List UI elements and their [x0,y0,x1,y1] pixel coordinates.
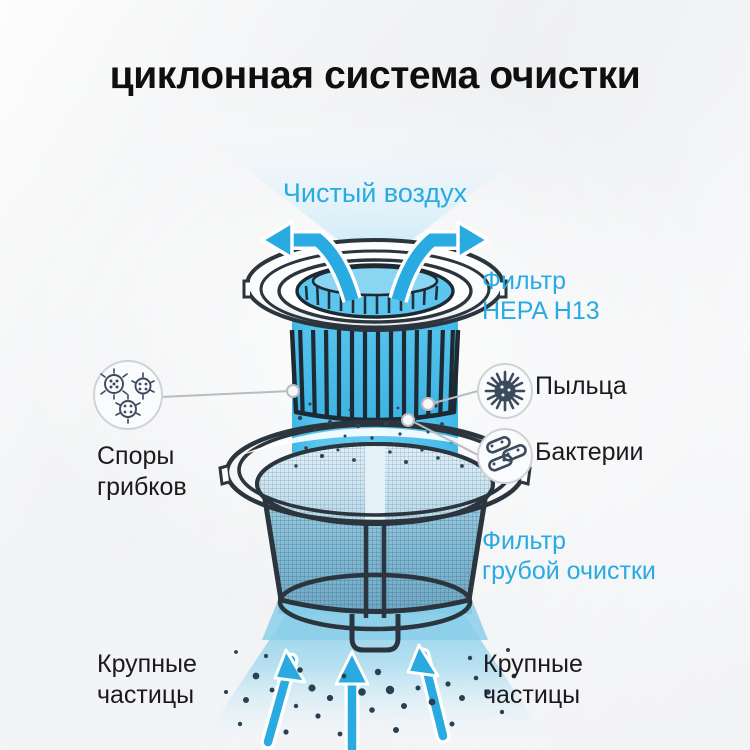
arrow-up-icon [406,643,440,678]
arrow-up-icon [273,648,307,684]
clean-air-cone [190,126,560,268]
label-pollen: Пыльца [535,372,627,400]
fungal-spores-icon [93,360,163,430]
clean-air-arrows [260,220,490,303]
hepa-filter-unit [242,238,508,423]
intake-arrows [260,643,451,750]
label-coarse-filter: Фильтр грубой очистки [482,527,656,585]
label-bacteria: Бактерии [535,438,644,466]
bacteria-rods-icon [477,428,533,484]
arrow-curved-right-icon [456,220,490,260]
page-title: циклонная система очистки [109,54,641,97]
callout-connectors [159,384,479,456]
label-large-particles-right: Крупные частицы [483,650,583,709]
pollen-grain-icon [477,363,533,419]
label-large-particles-left: Крупные частицы [97,650,197,709]
hepa-pleats [297,330,456,420]
outlet-spout [349,614,401,653]
bowl-mesh [257,444,493,524]
arrow-curved-left-icon [260,220,294,260]
label-clean-air: Чистый воздух [282,178,468,208]
large-particles [224,648,517,737]
label-fungal-spores: Споры грибков [97,442,187,501]
label-hepa-filter: Фильтр HEPA H13 [482,267,600,325]
airflow-flare [262,600,488,640]
